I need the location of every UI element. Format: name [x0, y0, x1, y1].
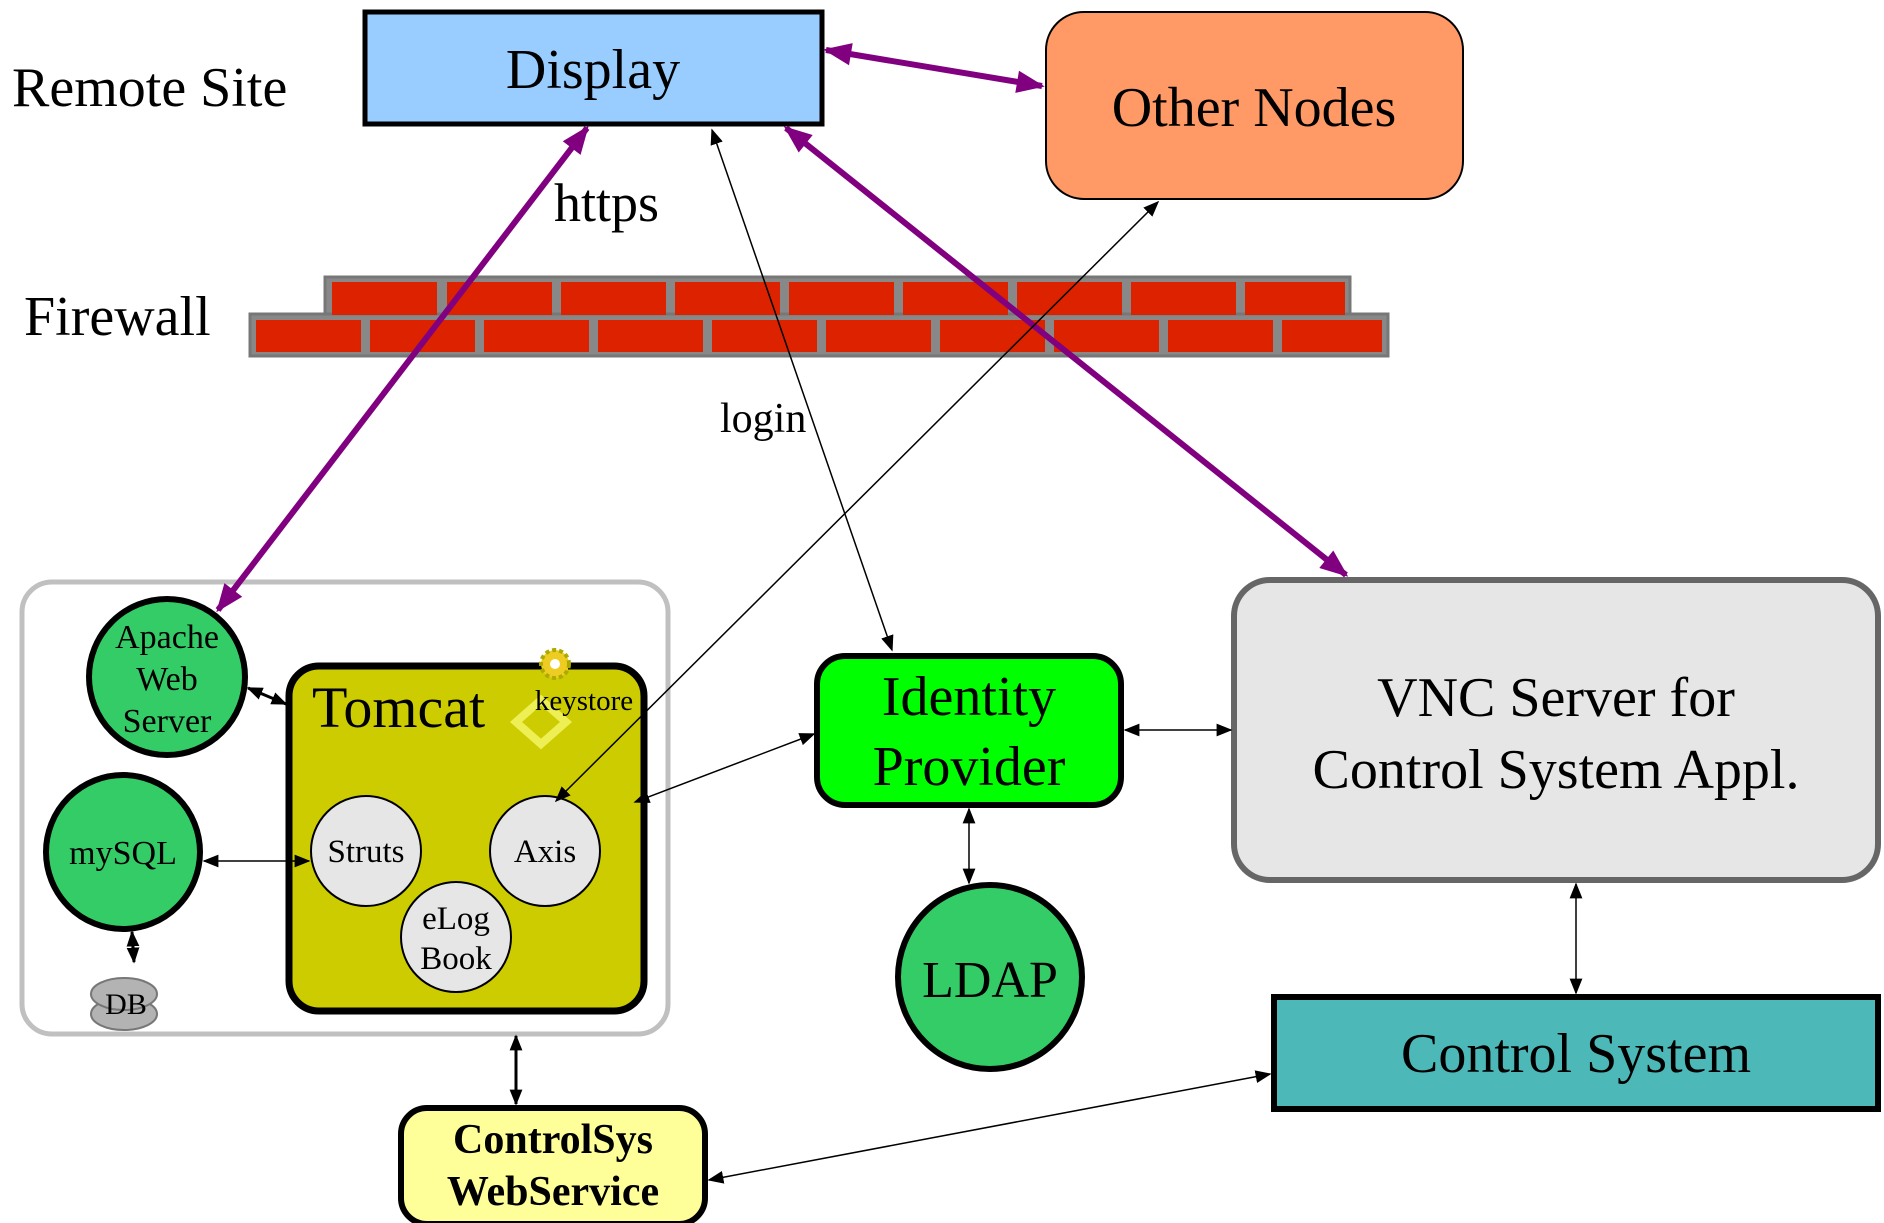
vnc-label-line1: VNC Server for: [1377, 667, 1735, 729]
firewall-label: Firewall: [24, 286, 211, 348]
elog-label-line1: eLog: [422, 901, 490, 937]
mysql-label: mySQL: [69, 835, 177, 872]
vnc-label-line2: Control System Appl.: [1313, 739, 1800, 801]
webservice-label-line1: ControlSys: [453, 1117, 653, 1163]
link-display-apache: [215, 125, 590, 613]
struts-node: Struts: [310, 795, 422, 907]
ldap-node: LDAP: [895, 882, 1085, 1072]
identity-label-line1: Identity: [882, 666, 1056, 728]
apache-web-server-node: Apache Web Server: [86, 596, 248, 758]
ldap-label: LDAP: [922, 952, 1058, 1009]
link-login-display-identity: [710, 128, 894, 652]
vnc-server-node: VNC Server for Control System Appl.: [1231, 577, 1881, 883]
link-apache-tomcat: [246, 686, 288, 706]
controlsys-webservice-node: ControlSys WebService: [398, 1105, 708, 1223]
tomcat-label: Tomcat: [312, 675, 485, 740]
link-display-othernodes: [823, 43, 1045, 93]
db-label: DB: [105, 988, 147, 1021]
login-label: login: [720, 396, 806, 442]
elog-book-node: eLog Book: [400, 881, 512, 993]
thin-links: [126, 128, 1583, 1184]
link-mysql-db: [126, 930, 140, 964]
other-nodes-node: Other Nodes: [1045, 11, 1464, 200]
webservice-label-line2: WebService: [447, 1169, 659, 1215]
link-othernodes-axis: [554, 200, 1160, 803]
https-label: https: [554, 173, 659, 233]
apache-label-line1: Apache: [115, 619, 219, 656]
struts-label: Struts: [327, 834, 404, 870]
apache-label-line3: Server: [123, 703, 212, 740]
identity-provider-node: Identity Provider: [814, 653, 1124, 808]
mysql-node: mySQL: [43, 772, 203, 932]
apache-label-line2: Web: [136, 661, 197, 698]
remote-site-label: Remote Site: [12, 57, 287, 119]
axis-node: Axis: [489, 795, 601, 907]
keystore-label: keystore: [535, 685, 633, 717]
db-node: DB: [90, 977, 158, 1031]
display-node: Display: [362, 9, 825, 127]
control-system-label: Control System: [1401, 1023, 1751, 1085]
control-system-node: Control System: [1271, 994, 1881, 1112]
link-control-webservice: [707, 1070, 1272, 1184]
identity-label-line2: Provider: [873, 736, 1066, 798]
link-tomcat-identity: [633, 733, 816, 803]
display-label: Display: [506, 39, 680, 101]
axis-label: Axis: [514, 834, 576, 870]
elog-label-line2: Book: [420, 941, 492, 977]
other-nodes-label: Other Nodes: [1112, 77, 1397, 139]
